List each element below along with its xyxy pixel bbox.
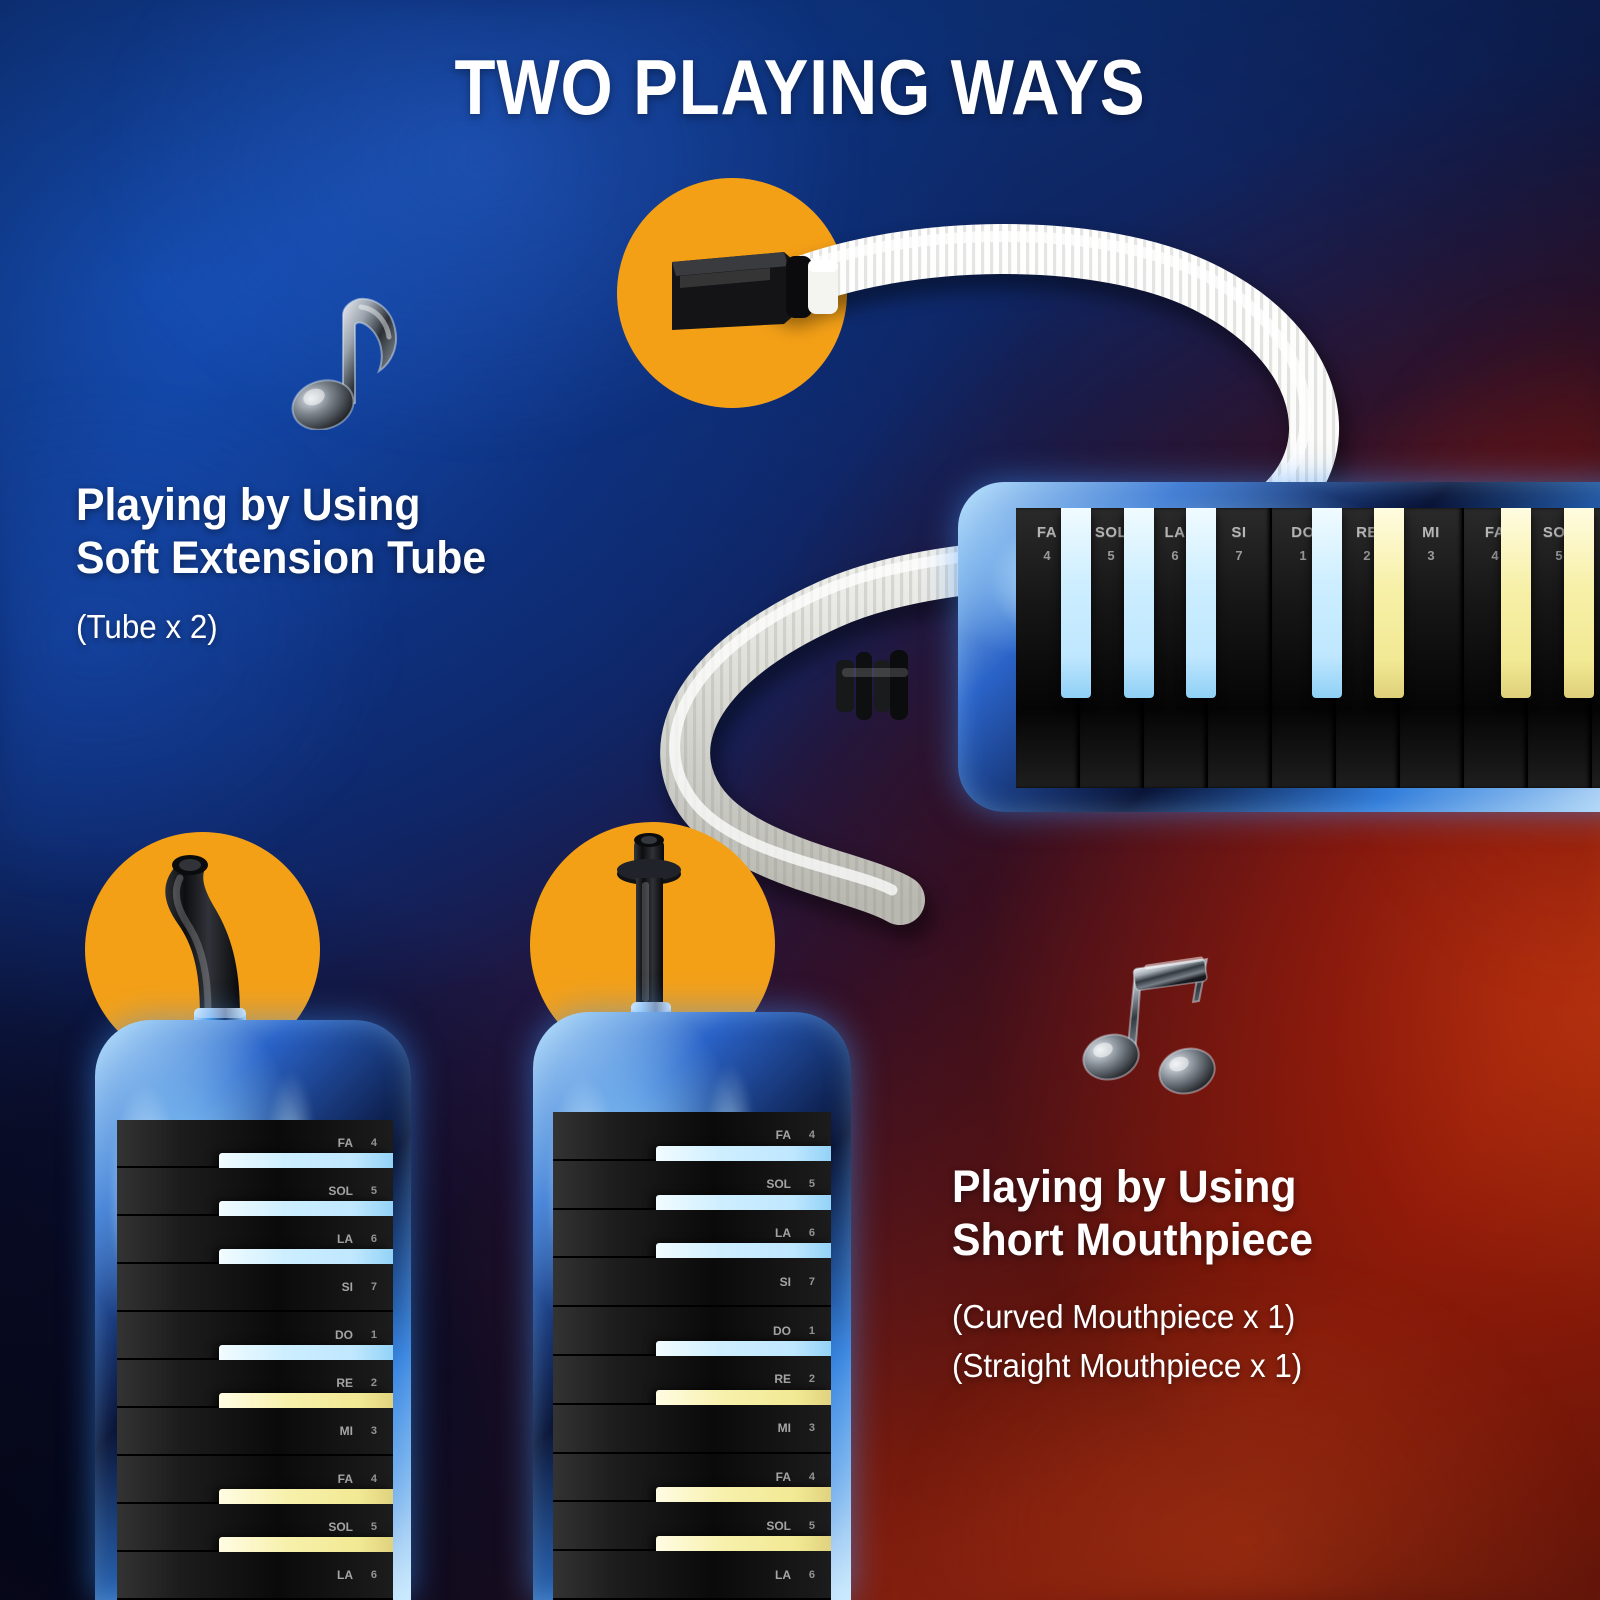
key-label: DO [335, 1328, 353, 1342]
key-number: 5 [808, 1178, 815, 1191]
key-number: 1 [1299, 548, 1307, 563]
key-number: 6 [808, 1568, 815, 1581]
tube-heading-line1: Playing by Using [76, 479, 421, 530]
piano-accent-key-blue[interactable] [1186, 508, 1217, 698]
key-number: 7 [1235, 548, 1243, 563]
key-label: FA [775, 1469, 791, 1484]
piano-white-key[interactable]: MI 3 [1400, 508, 1464, 788]
key-number: 5 [808, 1519, 815, 1532]
piano-white-key[interactable]: SI 7 [117, 1264, 393, 1312]
key-label: RE [336, 1376, 353, 1390]
key-number: 4 [808, 1129, 815, 1142]
key-label: SOL [328, 1184, 353, 1198]
key-label: FA [337, 1472, 353, 1486]
key-number: 1 [808, 1324, 815, 1337]
key-label: DO [773, 1323, 791, 1338]
piano-accent-key-blue[interactable] [1123, 508, 1154, 698]
key-label: FA [1036, 524, 1058, 541]
key-number: 4 [1043, 548, 1051, 563]
key-label: FA [337, 1136, 353, 1150]
key-label: SI [1231, 524, 1247, 541]
key-label: LA [1164, 524, 1186, 541]
key-number: 6 [370, 1233, 377, 1245]
highlight-circle-tube [617, 178, 847, 408]
key-label: LA [337, 1568, 353, 1582]
tube-text-block: Playing by Using Soft Extension Tube (Tu… [76, 478, 508, 649]
key-number: 3 [808, 1422, 815, 1435]
key-label: RE [1356, 524, 1378, 541]
piano-white-key[interactable]: SI 7 [1208, 508, 1272, 788]
mouthpiece-sub-line1: (Curved Mouthpiece x 1) [952, 1298, 1296, 1336]
page-title: TWO PLAYING WAYS [454, 43, 1146, 131]
beamed-notes-icon [1082, 956, 1216, 1095]
key-number: 7 [370, 1281, 377, 1293]
key-label: LA [337, 1232, 353, 1246]
key-number: 5 [1107, 548, 1115, 563]
key-label: SOL [766, 1177, 791, 1192]
key-label: MI [777, 1421, 791, 1436]
piano-white-key[interactable]: MI 3 [117, 1408, 393, 1456]
straight-mouthpiece-icon [617, 833, 681, 1038]
key-label: FA [1484, 524, 1506, 541]
key-label: LA [775, 1225, 791, 1240]
piano-accent-key-blue[interactable] [1311, 508, 1342, 698]
piano-accent-key-yellow[interactable] [1563, 508, 1594, 698]
key-label: DO [1291, 524, 1315, 541]
piano-accent-key-yellow[interactable] [1501, 508, 1532, 698]
piano-white-key[interactable]: LA 6 [117, 1552, 393, 1600]
key-label: SI [779, 1274, 791, 1289]
piano-white-key[interactable]: LA 6 [553, 1551, 831, 1600]
mouthpiece-sub-line2: (Straight Mouthpiece x 1) [952, 1347, 1303, 1385]
eighth-note-icon [291, 297, 397, 430]
key-label: SI [341, 1280, 353, 1294]
piano-accent-key-yellow[interactable] [1374, 508, 1405, 698]
key-label: RE [774, 1372, 791, 1387]
key-number: 3 [370, 1425, 377, 1437]
key-number: 3 [1427, 548, 1435, 563]
key-number: 1 [370, 1329, 377, 1341]
key-number: 4 [808, 1470, 815, 1483]
key-number: 4 [370, 1137, 377, 1149]
mouthpiece-heading-line2: Short Mouthpiece [952, 1214, 1313, 1266]
key-number: 2 [370, 1377, 377, 1389]
key-number: 5 [1555, 548, 1563, 563]
key-label: SOL [1094, 524, 1128, 541]
key-number: 5 [370, 1185, 377, 1197]
key-label: SOL [328, 1520, 353, 1534]
piano-white-key[interactable]: MI 3 [553, 1404, 831, 1454]
key-number: 6 [1171, 548, 1179, 563]
key-number: 4 [1491, 548, 1499, 563]
key-number: 6 [370, 1569, 377, 1581]
key-number: 4 [370, 1473, 377, 1485]
piano-white-key[interactable]: SI 7 [553, 1258, 831, 1308]
key-label: SOL [766, 1518, 791, 1533]
piano-accent-key-blue[interactable] [1060, 508, 1091, 698]
mouthpiece-heading-line1: Playing by Using [952, 1161, 1297, 1212]
mouthpiece-text-block: Playing by Using Short Mouthpiece (Curve… [952, 1160, 1332, 1388]
piano-white-key[interactable]: DO1 [1592, 508, 1600, 788]
tube-heading-line2: Soft Extension Tube [76, 532, 487, 584]
key-number: 6 [808, 1226, 815, 1239]
key-number: 7 [808, 1275, 815, 1288]
key-number: 5 [370, 1521, 377, 1533]
key-label: FA [775, 1128, 791, 1143]
key-label: MI [339, 1424, 353, 1438]
key-label: MI [1422, 524, 1440, 541]
tube-sub-line1: (Tube x 2) [76, 608, 218, 646]
keyboard-horizontal[interactable]: FA4SOL5LA6SI7DO1RE2MI3FA4SOL5DO1 [1016, 508, 1600, 788]
key-label: LA [775, 1567, 791, 1582]
key-number: 2 [808, 1373, 815, 1386]
key-number: 2 [1363, 548, 1371, 563]
